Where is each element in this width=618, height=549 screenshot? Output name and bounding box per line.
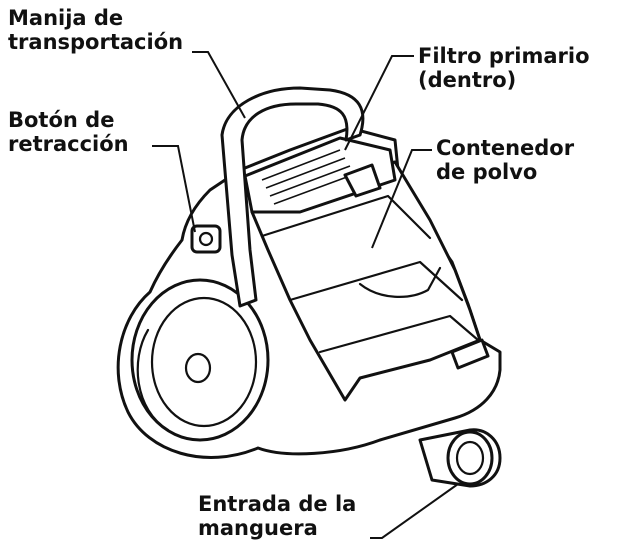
wheel-inner <box>150 296 258 428</box>
filter-grille <box>261 149 356 205</box>
label-carry-handle: Manija de transportación <box>8 6 184 54</box>
wheel-arc <box>136 328 170 432</box>
leader-retract <box>152 145 196 233</box>
label-retract-button: Botón de retracción <box>8 108 129 156</box>
wheel-hub <box>184 352 212 384</box>
hose-inlet-inner <box>455 440 485 476</box>
lid-clip <box>343 163 382 198</box>
leader-container <box>371 149 432 249</box>
container-band-2 <box>288 260 464 302</box>
retract-button <box>198 231 214 247</box>
leader-hose <box>370 483 459 539</box>
label-primary-filter: Filtro primario (dentro) <box>418 44 590 92</box>
container-latch <box>450 338 490 370</box>
leader-handle <box>192 51 246 119</box>
label-hose-inlet: Entrada de la manguera <box>198 492 357 540</box>
container-band-1 <box>260 194 432 240</box>
filter-lid <box>243 136 397 214</box>
hose-inlet-opening <box>446 430 494 486</box>
retract-button-housing <box>190 224 222 254</box>
label-dust-container: Contenedor de polvo <box>436 136 575 184</box>
container-band-3 <box>318 314 480 354</box>
carry-handle <box>220 86 365 308</box>
container-slot <box>358 266 442 298</box>
leader-filter <box>344 55 414 151</box>
